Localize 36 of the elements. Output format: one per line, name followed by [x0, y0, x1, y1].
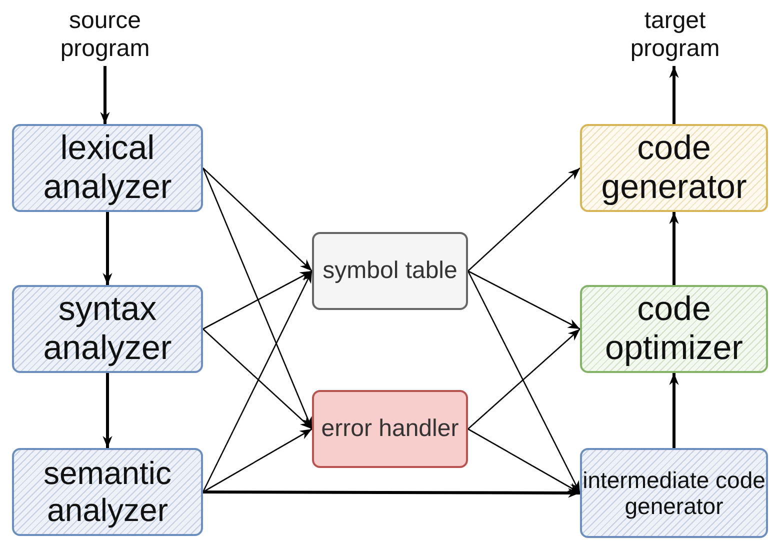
arrow	[468, 168, 580, 272]
arrow	[202, 328, 312, 430]
arrow	[203, 488, 580, 498]
process-box	[580, 285, 768, 373]
arrow	[102, 373, 112, 448]
process-box	[312, 390, 468, 468]
arrow	[669, 373, 679, 448]
arrow	[202, 168, 312, 272]
box-label: code generator	[600, 128, 748, 208]
box-label: semantic analyzer	[42, 455, 173, 529]
box-label: symbol table	[322, 257, 458, 285]
arrow	[202, 270, 313, 492]
arrow	[100, 66, 110, 124]
box-label: lexical analyzer	[42, 128, 173, 208]
process-box	[312, 232, 468, 310]
arrow	[202, 428, 312, 493]
arrow	[202, 168, 313, 430]
process-box	[580, 448, 768, 538]
arrow	[468, 428, 580, 494]
process-box	[12, 448, 203, 536]
arrow	[102, 212, 112, 285]
process-box	[580, 124, 768, 212]
box-label: code optimizer	[604, 290, 744, 368]
io-label: target program	[615, 4, 735, 66]
arrow	[669, 212, 679, 285]
arrow	[468, 328, 580, 430]
box-label: syntax analyzer	[42, 290, 173, 368]
arrow	[467, 270, 581, 494]
arrow	[202, 270, 312, 330]
process-box	[12, 285, 203, 373]
process-box	[12, 124, 203, 212]
arrow	[468, 270, 580, 330]
arrow	[669, 66, 679, 124]
box-label: intermediate code generator	[582, 466, 766, 520]
io-label: source program	[45, 4, 165, 66]
box-label: error handler	[321, 415, 459, 443]
